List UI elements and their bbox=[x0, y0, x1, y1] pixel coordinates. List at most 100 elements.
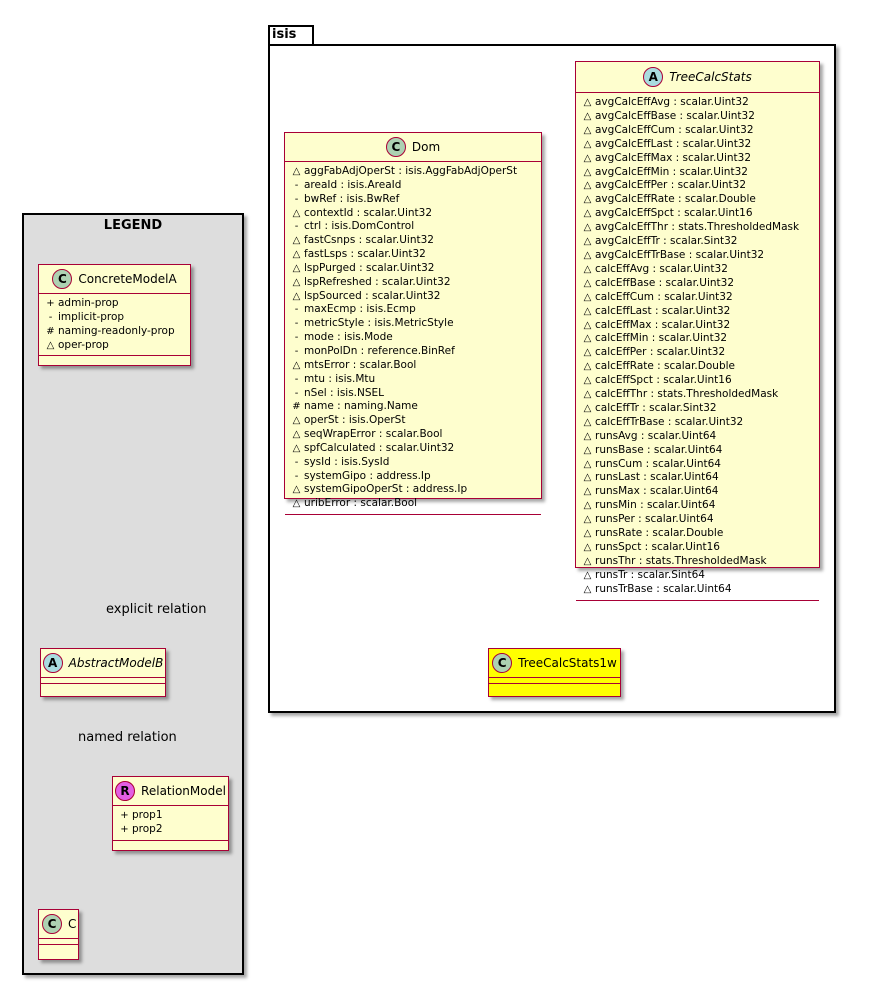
attribute-text: avgCalcEffPer : scalar.Uint32 bbox=[595, 179, 747, 192]
attribute-text: mode : isis.Mode bbox=[304, 331, 393, 344]
class-attribute: △systemGipoOperSt : address.Ip bbox=[291, 483, 541, 497]
visibility-marker: △ bbox=[583, 569, 592, 581]
class-attribute: △calcEffMin : scalar.Uint32 bbox=[582, 332, 819, 346]
class-attribute: -nSel : isis.NSEL bbox=[291, 387, 541, 401]
class-attribute: △calcEffSpct : scalar.Uint16 bbox=[582, 374, 819, 388]
visibility-marker: △ bbox=[292, 484, 301, 496]
named-relation-label: named relation bbox=[78, 730, 177, 745]
visibility-marker: △ bbox=[583, 528, 592, 540]
attribute-text: oper-prop bbox=[58, 338, 109, 351]
class-attributes: +admin-prop-implicit-prop#naming-readonl… bbox=[39, 294, 190, 355]
visibility-marker: △ bbox=[292, 276, 301, 288]
class-name: TreeCalcStats bbox=[669, 70, 752, 84]
visibility-marker: △ bbox=[292, 290, 301, 302]
attribute-text: mtsError : scalar.Bool bbox=[304, 358, 417, 371]
attribute-text: calcEffThr : stats.ThresholdedMask bbox=[595, 388, 779, 401]
class-header: C C bbox=[39, 910, 78, 939]
visibility-marker: △ bbox=[583, 347, 592, 359]
visibility-marker: △ bbox=[583, 249, 592, 261]
visibility-marker: + bbox=[46, 298, 55, 309]
attribute-text: seqWrapError : scalar.Bool bbox=[304, 428, 443, 441]
attribute-text: contextId : scalar.Uint32 bbox=[304, 206, 433, 219]
visibility-marker: △ bbox=[583, 222, 592, 234]
class-header: A AbstractModelB bbox=[41, 649, 165, 678]
attribute-text: calcEffTr : scalar.Sint32 bbox=[595, 401, 717, 414]
attribute-text: fastLsps : scalar.Uint32 bbox=[304, 248, 426, 261]
class-attributes: +prop1 +prop2 bbox=[113, 806, 228, 840]
class-stereotype-icon: C bbox=[385, 137, 406, 157]
visibility-marker: △ bbox=[583, 444, 592, 456]
class-attribute: -areaId : isis.AreaId bbox=[291, 179, 541, 193]
attribute-text: calcEffCum : scalar.Uint32 bbox=[595, 290, 733, 303]
class-name: TreeCalcStats1w bbox=[518, 656, 617, 670]
visibility-marker: - bbox=[294, 221, 299, 233]
class-methods bbox=[285, 514, 541, 521]
attribute-text: runsMin : scalar.Uint64 bbox=[595, 499, 716, 512]
visibility-marker: + bbox=[120, 810, 129, 821]
concrete-model-a-class[interactable]: C ConcreteModelA +admin-prop-implicit-pr… bbox=[38, 264, 191, 366]
class-attribute: △fastLsps : scalar.Uint32 bbox=[291, 248, 541, 262]
class-header: C TreeCalcStats1w bbox=[489, 649, 620, 678]
class-methods bbox=[113, 839, 228, 847]
attribute-text: prop2 bbox=[132, 822, 163, 835]
class-stereotype-icon: C bbox=[52, 269, 73, 289]
class-attribute: △runsCum : scalar.Uint64 bbox=[582, 458, 819, 472]
attribute-text: avgCalcEffAvg : scalar.Uint32 bbox=[595, 96, 749, 108]
attribute-text: ctrl : isis.DomControl bbox=[304, 220, 415, 233]
visibility-marker: △ bbox=[583, 416, 592, 428]
attribute-text: calcEffAvg : scalar.Uint32 bbox=[595, 262, 728, 275]
class-name: C bbox=[68, 917, 77, 931]
attribute-text: calcEffSpct : scalar.Uint16 bbox=[595, 374, 732, 387]
visibility-marker: △ bbox=[583, 583, 592, 595]
visibility-marker: △ bbox=[583, 361, 592, 373]
attribute-text: runsTrBase : scalar.Uint64 bbox=[595, 582, 732, 595]
tree-calc-stats-class[interactable]: A TreeCalcStats △avgCalcEffAvg : scalar.… bbox=[575, 61, 820, 601]
class-methods bbox=[39, 355, 190, 362]
class-attribute: △oper-prop bbox=[45, 339, 190, 353]
c-class[interactable]: C C bbox=[38, 909, 79, 960]
class-header: C ConcreteModelA bbox=[39, 265, 190, 294]
class-attribute: △avgCalcEffMin : scalar.Uint32 bbox=[582, 166, 819, 180]
attribute-text: prop1 bbox=[132, 809, 163, 821]
attribute-text: metricStyle : isis.MetricStyle bbox=[304, 317, 454, 330]
attribute-text: mtu : isis.Mtu bbox=[304, 372, 376, 385]
attribute-text: avgCalcEffTr : scalar.Sint32 bbox=[595, 235, 738, 248]
class-attribute: +prop2 bbox=[119, 823, 228, 837]
class-attribute: -implicit-prop bbox=[45, 311, 190, 325]
visibility-marker: - bbox=[48, 311, 53, 323]
dom-class[interactable]: C Dom △aggFabAdjOperSt : isis.AggFabAdjO… bbox=[284, 132, 542, 516]
class-attribute: △lspRefreshed : scalar.Uint32 bbox=[291, 276, 541, 290]
class-attribute: △runsMin : scalar.Uint64 bbox=[582, 499, 819, 513]
attribute-text: avgCalcEffThr : stats.ThresholdedMask bbox=[595, 221, 800, 234]
class-attribute: △runsMax : scalar.Uint64 bbox=[582, 485, 819, 499]
class-attribute: △runsRate : scalar.Double bbox=[582, 527, 819, 541]
class-attribute: △calcEffRate : scalar.Double bbox=[582, 360, 819, 374]
visibility-marker: - bbox=[294, 373, 299, 385]
attribute-text: sysId : isis.SysId bbox=[304, 455, 390, 468]
abstract-stereotype-icon: A bbox=[42, 653, 63, 673]
abstract-model-b-class[interactable]: A AbstractModelB bbox=[40, 648, 166, 697]
class-attribute: △avgCalcEffSpct : scalar.Uint16 bbox=[582, 207, 819, 221]
attribute-text: runsBase : scalar.Uint64 bbox=[595, 443, 723, 456]
visibility-marker: - bbox=[294, 456, 299, 468]
visibility-marker: △ bbox=[583, 97, 592, 108]
class-attribute: △runsLast : scalar.Uint64 bbox=[582, 471, 819, 485]
visibility-marker: △ bbox=[292, 262, 301, 274]
attribute-text: calcEffLast : scalar.Uint32 bbox=[595, 304, 731, 317]
attribute-text: lspPurged : scalar.Uint32 bbox=[304, 261, 435, 274]
class-attribute: -sysId : isis.SysId bbox=[291, 456, 541, 470]
visibility-marker: △ bbox=[292, 359, 301, 371]
attribute-text: avgCalcEffBase : scalar.Uint32 bbox=[595, 109, 755, 122]
class-methods bbox=[576, 599, 819, 607]
visibility-marker: △ bbox=[583, 124, 592, 136]
attribute-text: avgCalcEffRate : scalar.Double bbox=[595, 193, 756, 206]
tree-calc-stats-1w-class[interactable]: C TreeCalcStats1w bbox=[488, 648, 621, 697]
class-name: ConcreteModelA bbox=[78, 272, 177, 286]
class-attribute: △uribError : scalar.Bool bbox=[291, 497, 541, 511]
class-name: AbstractModelB bbox=[68, 656, 164, 670]
visibility-marker: - bbox=[294, 193, 299, 205]
visibility-marker: △ bbox=[292, 429, 301, 441]
class-attribute: △runsTrBase : scalar.Uint64 bbox=[582, 583, 819, 597]
attribute-text: spfCalculated : scalar.Uint32 bbox=[304, 441, 455, 454]
relation-model-class[interactable]: R RelationModel +prop1+prop2 bbox=[112, 776, 229, 851]
